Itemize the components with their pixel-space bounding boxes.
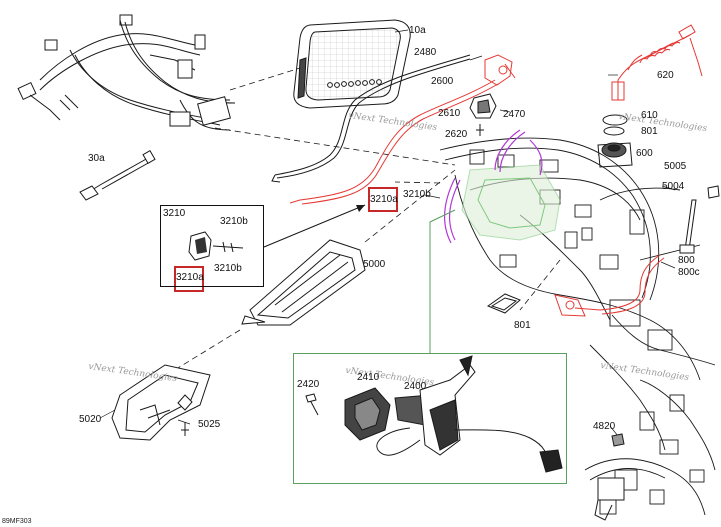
leader-lines bbox=[149, 67, 561, 386]
callout-2470: 2470 bbox=[503, 109, 526, 120]
cable-30a-drawing bbox=[79, 149, 156, 201]
callout-620: 620 bbox=[657, 70, 674, 81]
callout-610: 610 bbox=[641, 110, 658, 121]
inset-3210-drawing bbox=[188, 231, 244, 261]
callout-3210a-inset: 3210a bbox=[176, 272, 204, 283]
housing-5020-drawing bbox=[111, 364, 211, 441]
callout-2620: 2620 bbox=[445, 129, 468, 140]
highlight-box-3210a-inset bbox=[174, 266, 204, 292]
callout-2400: 2400 bbox=[404, 381, 427, 392]
callout-2480: 2480 bbox=[414, 47, 437, 58]
left-harness-drawing bbox=[17, 14, 236, 131]
callout-2610: 2610 bbox=[438, 108, 461, 119]
callout-3210a-main: 3210a bbox=[370, 194, 398, 205]
callout-10a: 10a bbox=[409, 25, 426, 36]
callout-5005: 5005 bbox=[664, 161, 687, 172]
cable-620-drawing bbox=[611, 24, 703, 101]
cable-2480-drawing bbox=[271, 54, 471, 183]
callout-800c: 800c bbox=[678, 267, 700, 278]
callout-3210b-main: 3210b bbox=[403, 189, 431, 200]
callout-3210b-inset-1: 3210b bbox=[220, 216, 248, 227]
callout-2600: 2600 bbox=[431, 76, 454, 87]
callout-2410: 2410 bbox=[357, 372, 380, 383]
ignition-600-drawing bbox=[597, 114, 633, 168]
callout-800: 800 bbox=[678, 255, 695, 266]
highlight-box-3210a-main bbox=[368, 187, 398, 212]
inset-box-3210 bbox=[160, 205, 264, 287]
callout-3210-inset-title: 3210 bbox=[163, 208, 186, 219]
frame-harness-drawing bbox=[439, 137, 716, 516]
switch-module-2400-drawing bbox=[305, 355, 563, 473]
relay-4820-drawing bbox=[594, 433, 625, 521]
gasket-801-drawing bbox=[486, 293, 521, 314]
callout-30a: 30a bbox=[88, 153, 105, 164]
callout-801-top: 801 bbox=[641, 126, 658, 137]
reference-code: 89MF303 bbox=[2, 518, 32, 525]
callout-600: 600 bbox=[636, 148, 653, 159]
green-loom-drawing bbox=[461, 164, 561, 241]
zoom-detail-frame bbox=[293, 353, 567, 484]
callout-3210b-inset-2: 3210b bbox=[214, 263, 242, 274]
callout-4820: 4820 bbox=[593, 421, 616, 432]
callout-5020: 5020 bbox=[79, 414, 102, 425]
harness-800-drawing bbox=[554, 254, 665, 317]
switch-2610-drawing bbox=[469, 93, 497, 136]
callout-5025: 5025 bbox=[198, 419, 221, 430]
harness-2600-drawing bbox=[289, 54, 516, 205]
callout-5000: 5000 bbox=[363, 259, 386, 270]
bolt-5004-drawing bbox=[679, 185, 720, 254]
callout-801-mid: 801 bbox=[514, 320, 531, 331]
callout-2420: 2420 bbox=[297, 379, 320, 390]
callout-5004: 5004 bbox=[662, 181, 685, 192]
display-cluster-drawing bbox=[293, 19, 411, 109]
